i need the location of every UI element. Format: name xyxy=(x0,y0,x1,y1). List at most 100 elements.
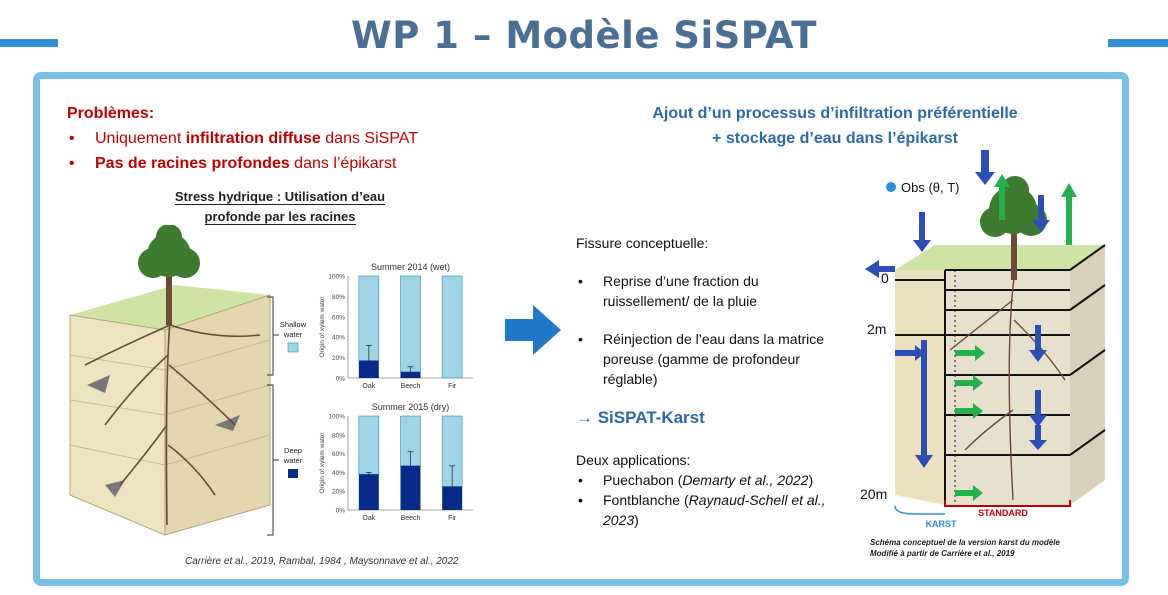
problem-item-2: Pas de racines profondes dans l’épikarst xyxy=(69,151,418,176)
x-tick-label: Fir xyxy=(448,515,457,522)
app1-close: ) xyxy=(808,472,814,488)
y-tick-label: 80% xyxy=(332,294,345,301)
x-tick-label: Oak xyxy=(362,383,375,390)
application-fontblanche: Fontblanche (Raynaud-Schell et al., 2023… xyxy=(578,490,838,530)
left-figure-caption: Stress hydrique : Utilisation d’eau prof… xyxy=(150,187,410,227)
y-tick-label: 60% xyxy=(332,451,345,458)
block-front-face xyxy=(69,314,166,536)
deep-bracket xyxy=(267,384,274,536)
app2-close: ) xyxy=(634,512,639,528)
karst-block-illustration xyxy=(69,225,271,536)
karst-model-schematic: Obs (θ, T) 0 2m 20m STANDARD KARST xyxy=(860,150,1106,529)
problem-1-text: Uniquement xyxy=(95,130,186,147)
schematic-tree-crown xyxy=(980,176,1047,237)
y-tick-label: 100% xyxy=(328,274,345,281)
application-puechabon: Puechabon (Demarty et al., 2022) xyxy=(578,470,838,490)
fissure-bullet-1: Reprise d’une fraction du ruissellement/… xyxy=(578,271,838,311)
bar-deep-oak xyxy=(358,474,379,510)
y-tick-label: 60% xyxy=(332,314,345,321)
schematic-side-face xyxy=(1070,245,1105,505)
right-caption-line-1: Schéma conceptuel de la version karst du… xyxy=(870,538,1060,547)
problem-1-text-end: dans SiSPAT xyxy=(320,130,419,147)
right-heading-line-1: Ajout d’un processus d’infiltration préf… xyxy=(652,105,1018,122)
title-accent-bar-left xyxy=(0,39,58,47)
shallow-label-2: water xyxy=(283,330,303,339)
standard-bracket xyxy=(944,500,1071,507)
x-tick-label: Oak xyxy=(362,515,375,522)
y-tick-label: 0% xyxy=(336,376,346,383)
block-side-face xyxy=(164,294,271,536)
problem-1-bold: infiltration diffuse xyxy=(185,130,321,147)
x-tick-label: Beech xyxy=(401,515,421,522)
uptake-arrows xyxy=(955,174,1077,501)
sispat-karst-label: → SiSPAT-Karst xyxy=(576,408,705,427)
karst-label: KARST xyxy=(926,519,958,529)
middle-text: Fissure conceptuelle: Reprise d’une frac… xyxy=(576,233,838,530)
right-arrow-icon xyxy=(505,305,561,355)
fissure-bullet-2: Réinjection de l’eau dans la matrice por… xyxy=(578,329,838,389)
schematic-karst-face xyxy=(895,270,945,505)
x-tick-label: Fir xyxy=(448,383,457,390)
right-caption-line-2: Modifié à partir de Carrière et al., 201… xyxy=(870,549,1015,558)
chart-summer-2014: Summer 2014 (wet) 0% 20% 40% 60% 80% 100% Origi… xyxy=(319,262,473,390)
tree-crown xyxy=(138,225,200,278)
problems-heading: Problèmes: xyxy=(67,105,155,122)
deep-legend-swatch xyxy=(288,469,298,478)
bar-deep-fir xyxy=(442,486,463,510)
chart-title: Summer 2014 (wet) xyxy=(371,262,450,272)
y-tick-label: 20% xyxy=(332,355,345,362)
bar-shallow-oak xyxy=(358,415,380,475)
tree-trunk xyxy=(166,265,172,325)
bar-shallow-beech xyxy=(400,275,421,373)
problem-item-1: Uniquement infiltration diffuse dans SiS… xyxy=(69,126,419,151)
depth-2m: 2m xyxy=(867,321,886,337)
depth-20m: 20m xyxy=(860,486,887,502)
caption-line-2: profonde par les racines xyxy=(204,209,356,225)
app1-cite: Demarty et al., 2022 xyxy=(682,472,809,488)
right-heading-line-2: + stockage d’eau dans l’épikarst xyxy=(712,130,958,147)
problem-2-bold: Pas de racines profondes xyxy=(95,155,290,172)
obs-label: Obs (θ, T) xyxy=(901,180,960,195)
chart-summer-2015: Summer 2015 (dry)0%20%40%60%80%100%Origi… xyxy=(319,402,473,522)
y-tick-label: 40% xyxy=(332,470,345,477)
caption-line-1: Stress hydrique : Utilisation d’eau xyxy=(174,189,386,205)
chart-title: Summer 2015 (dry) xyxy=(372,402,450,412)
depth-0: 0 xyxy=(881,270,889,286)
problem-2-text: dans l’épikarst xyxy=(289,155,397,172)
bar-shallow-fir xyxy=(441,275,463,379)
app1-name: Puechabon ( xyxy=(603,472,683,488)
karst-bracket xyxy=(894,505,945,515)
bar-deep-beech xyxy=(400,371,421,378)
app2-cite: Raynaud-Schell et al., 2023 xyxy=(603,492,826,528)
standard-label: STANDARD xyxy=(978,508,1028,518)
bar-deep-beech xyxy=(400,465,421,510)
y-tick-label: 0% xyxy=(336,508,346,515)
shallow-legend-swatch xyxy=(287,342,299,353)
deep-label-1: Deep xyxy=(284,446,302,455)
tree-roots xyxy=(84,319,261,526)
bar-deep-oak xyxy=(358,360,379,378)
deep-label-2: water xyxy=(283,456,303,465)
right-heading: Ajout d’un processus d’infiltration préf… xyxy=(600,101,1070,151)
y-tick-label: 40% xyxy=(332,335,345,342)
shallow-bracket xyxy=(267,296,274,376)
y-axis-label: Origin of xylem water xyxy=(319,296,326,358)
schematic-top-surface xyxy=(895,245,1105,270)
problems-section: Problèmes: Uniquement infiltration diffu… xyxy=(67,101,418,176)
x-tick-label: Beech xyxy=(401,383,421,390)
page-title: WP 1 – Modèle SiSPAT xyxy=(351,14,817,57)
app2-name: Fontblanche ( xyxy=(603,492,689,508)
applications-heading: Deux applications: xyxy=(576,452,691,468)
schematic-roots xyxy=(949,277,1066,501)
title-accent-bar-right xyxy=(1108,39,1168,47)
right-figure-caption: Schéma conceptuel de la version karst du… xyxy=(870,537,1120,559)
obs-marker-icon xyxy=(886,182,896,192)
schematic-tree-trunk xyxy=(1011,220,1017,280)
infiltration-arrows xyxy=(865,150,1050,468)
shallow-label-1: Shallow xyxy=(280,320,307,329)
y-axis-label: Origin of xylem water xyxy=(319,432,326,494)
left-citation: Carrière et al., 2019, Rambal, 1984 , Ma… xyxy=(185,556,459,567)
block-strata xyxy=(69,339,271,466)
water-brackets: Shallow water Deep water xyxy=(267,296,307,536)
fissure-heading: Fissure conceptuelle: xyxy=(576,235,709,251)
